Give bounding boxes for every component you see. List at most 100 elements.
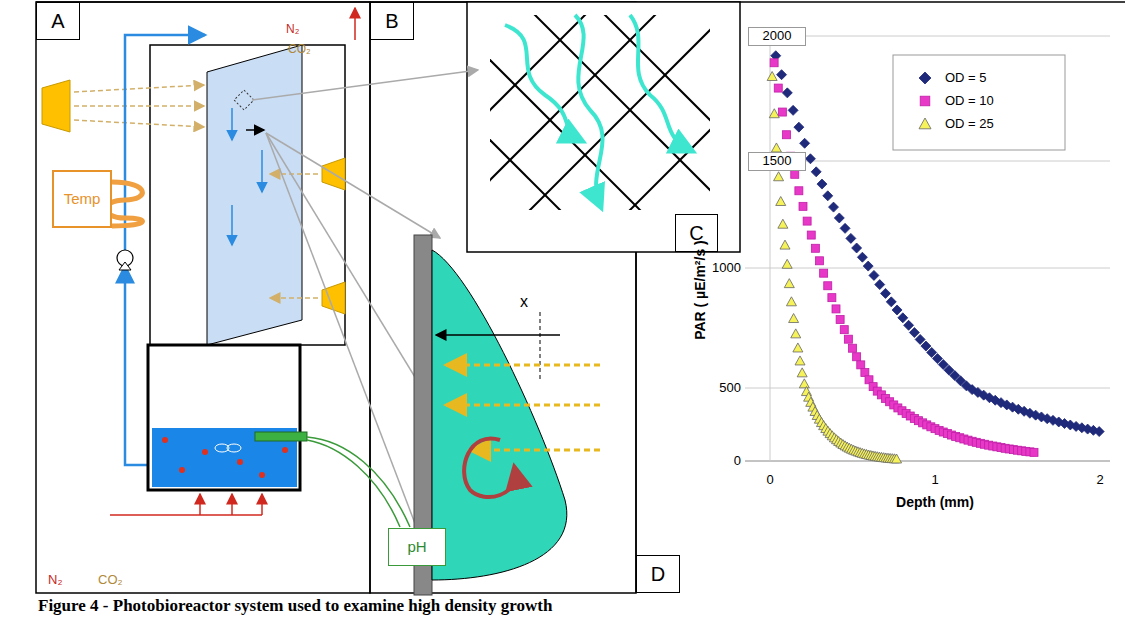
data-point <box>861 369 869 377</box>
data-point <box>886 297 896 307</box>
data-point <box>811 167 821 177</box>
data-point <box>791 329 801 338</box>
data-point <box>909 328 919 338</box>
data-point <box>840 223 850 233</box>
data-point <box>789 314 799 323</box>
data-point <box>784 279 794 288</box>
gas-label: N₂ <box>48 573 62 588</box>
panel-label: A <box>36 2 80 40</box>
data-point <box>782 259 792 268</box>
data-point <box>811 244 819 252</box>
data-point <box>786 297 796 306</box>
legend-marker <box>918 71 932 85</box>
temperature-controller: Temp <box>52 170 112 228</box>
node-text: B <box>385 10 398 33</box>
legend-text: OD = 5 <box>945 71 987 86</box>
data-point <box>799 202 807 210</box>
data-point <box>919 118 931 129</box>
data-point <box>794 122 804 132</box>
data-point <box>869 270 879 280</box>
legend-text: OD = 10 <box>945 94 994 109</box>
gas-label: CO₂ <box>98 573 123 588</box>
gas-label: CO₂ <box>288 43 311 57</box>
data-point <box>793 343 803 352</box>
data-point <box>824 282 832 290</box>
figure-caption: Figure 4 - Photobioreactor system used t… <box>38 596 552 616</box>
data-point <box>904 320 914 330</box>
data-point <box>881 288 891 298</box>
legend-marker <box>918 94 932 108</box>
data-point <box>892 454 902 463</box>
node-text: 2000 <box>763 29 792 44</box>
gas-label: N₂ <box>286 23 299 37</box>
data-point <box>836 316 844 324</box>
axis-tick: 1000 <box>712 261 741 276</box>
data-point <box>846 233 856 243</box>
axis-value-box: 2000 <box>748 27 806 46</box>
data-point <box>795 187 803 195</box>
data-point <box>1094 427 1104 437</box>
data-point <box>853 353 861 361</box>
axis-title: PAR ( µE/m²/s ) <box>692 240 708 340</box>
data-point <box>852 243 862 253</box>
data-point <box>828 294 836 302</box>
data-point <box>875 280 885 290</box>
data-point <box>920 96 930 106</box>
data-point <box>778 108 786 116</box>
data-point <box>783 131 791 139</box>
data-point <box>777 70 787 80</box>
node-text: pH <box>407 538 426 555</box>
data-point <box>770 59 778 67</box>
data-point <box>820 269 828 277</box>
data-point <box>769 109 779 118</box>
data-point <box>919 72 931 84</box>
data-point <box>834 213 844 223</box>
data-point <box>797 368 807 377</box>
data-point <box>1030 448 1038 456</box>
legend-text: OD = 25 <box>945 117 994 132</box>
node-text: Temp <box>64 190 101 207</box>
data-point <box>892 305 902 315</box>
data-point <box>780 240 790 249</box>
data-point <box>807 231 815 239</box>
data-point <box>863 261 873 271</box>
node-text: A <box>51 10 64 33</box>
axis-title: Depth (mm) <box>896 494 974 510</box>
axis-tick: 500 <box>719 381 741 396</box>
dimension-label: x <box>520 293 528 311</box>
data-point <box>774 172 784 181</box>
data-point <box>849 344 857 352</box>
data-point <box>832 305 840 313</box>
data-point <box>816 257 824 265</box>
axis-tick: 2 <box>1096 473 1103 488</box>
node-text: D <box>651 563 665 586</box>
data-point <box>823 191 833 201</box>
axis-tick: 1 <box>931 473 938 488</box>
data-point <box>767 72 777 81</box>
data-point <box>788 105 798 115</box>
panel-label: B <box>370 2 414 40</box>
data-point <box>799 379 809 388</box>
data-point <box>782 88 792 98</box>
axis-tick: 0 <box>766 473 773 488</box>
panel-label: D <box>636 555 680 593</box>
data-point <box>795 356 805 365</box>
data-point <box>774 84 782 92</box>
data-point <box>771 143 781 152</box>
data-point <box>778 219 788 228</box>
node-text: 1500 <box>763 154 792 169</box>
axis-tick: 0 <box>734 454 741 469</box>
data-point <box>898 313 908 323</box>
data-point <box>857 252 867 262</box>
data-point <box>840 326 848 334</box>
ph-meter: pH <box>388 528 446 566</box>
data-point <box>805 154 815 164</box>
axis-value-box: 1500 <box>748 152 806 171</box>
data-point <box>791 170 799 178</box>
data-point <box>844 335 852 343</box>
data-point <box>817 179 827 189</box>
data-point <box>776 196 786 205</box>
data-point <box>857 361 865 369</box>
data-point <box>803 217 811 225</box>
legend-marker <box>918 117 932 131</box>
